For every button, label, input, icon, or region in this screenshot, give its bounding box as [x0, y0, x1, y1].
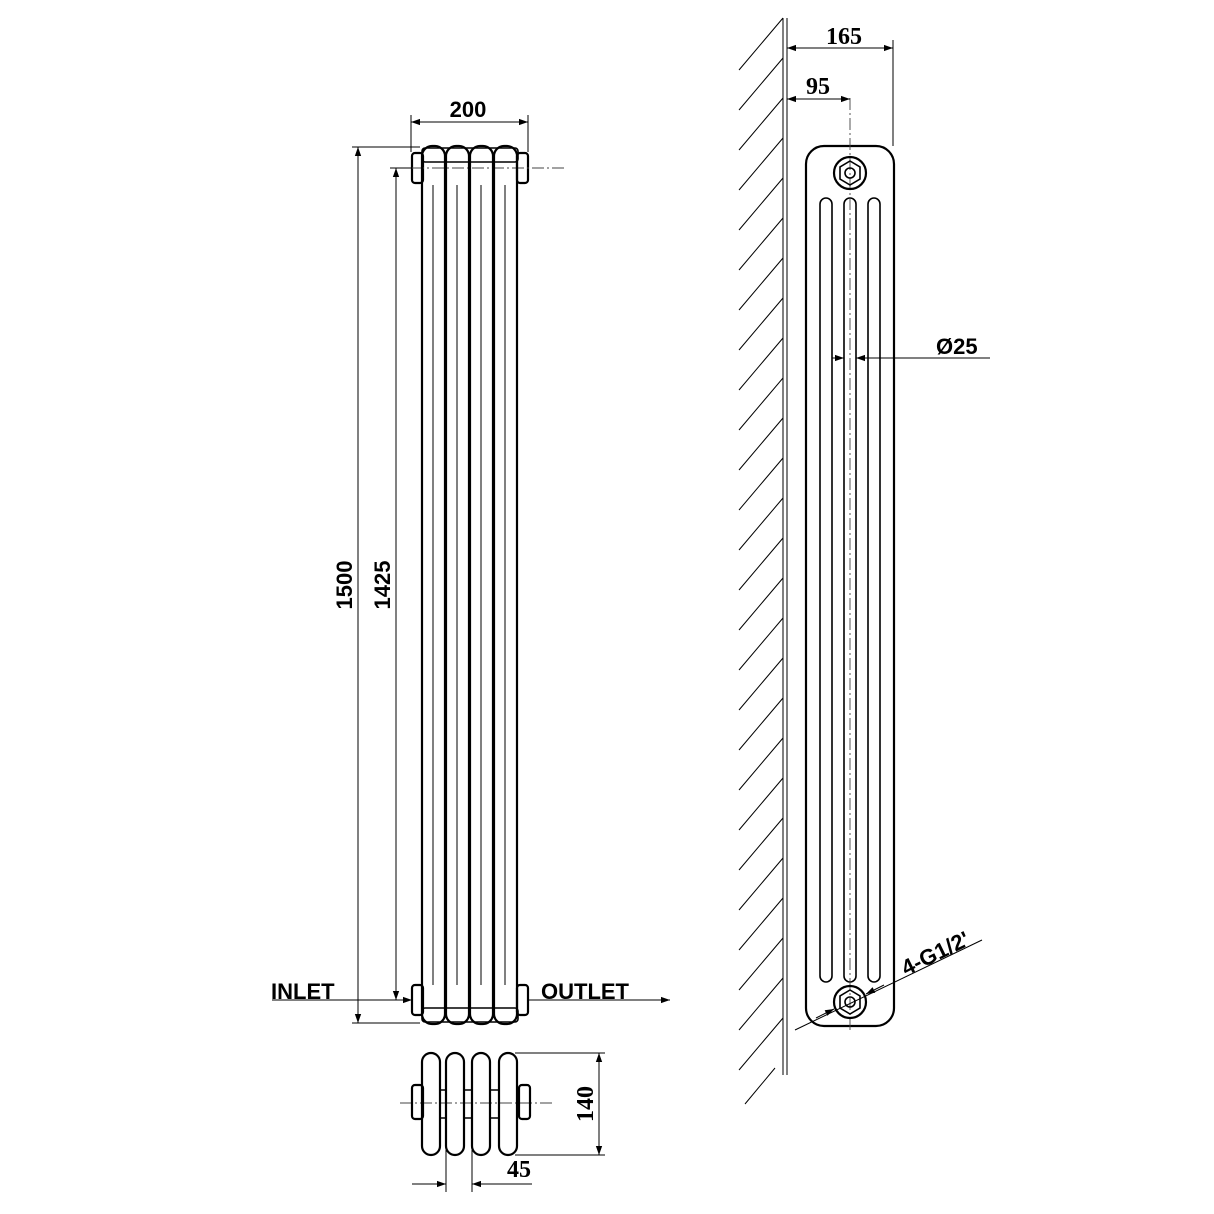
plan-view: 140 45 [400, 1051, 605, 1192]
side-top-connection [832, 155, 868, 191]
dim-width: 200 [410, 97, 529, 152]
dim-tube-diameter-label: Ø25 [936, 334, 978, 359]
dim-connections: 4-G1/2' [794, 926, 983, 1031]
outlet-label: OUTLET [541, 979, 630, 1004]
dim-total-height-label: 1500 [332, 561, 357, 610]
flow-connections: INLET OUTLET [271, 979, 670, 1004]
front-view: 200 1500 1425 INLET OUTLET [271, 97, 670, 1026]
dim-depth: 165 [787, 24, 894, 146]
dim-total-height: 1500 [332, 146, 420, 1024]
dim-wall-to-centre-label: 95 [806, 74, 830, 100]
dim-tube-pitch: 45 [412, 1150, 532, 1192]
dim-side-depth-label: 140 [573, 1086, 599, 1122]
dim-pipe-centres-label: 1425 [370, 561, 395, 610]
dim-width-label: 200 [450, 97, 487, 122]
dim-pipe-centres: 1425 [370, 167, 412, 1001]
front-columns [420, 144, 519, 1026]
dim-tube-diameter: Ø25 [832, 334, 990, 362]
dim-depth-label: 165 [826, 24, 862, 50]
dim-side-depth: 140 [515, 1052, 605, 1156]
inlet-label: INLET [271, 979, 335, 1004]
side-view: 165 95 Ø25 4-G1/2' [738, 17, 990, 1105]
side-bottom-connection [832, 984, 868, 1020]
dim-tube-pitch-label: 45 [507, 1157, 531, 1183]
wall-hatching [738, 17, 788, 1105]
front-top-manifold [392, 147, 565, 185]
side-body [804, 98, 896, 1030]
dim-wall-to-centre: 95 [787, 74, 850, 103]
dim-connections-label: 4-G1/2' [897, 926, 973, 980]
plan-columns [420, 1051, 519, 1157]
